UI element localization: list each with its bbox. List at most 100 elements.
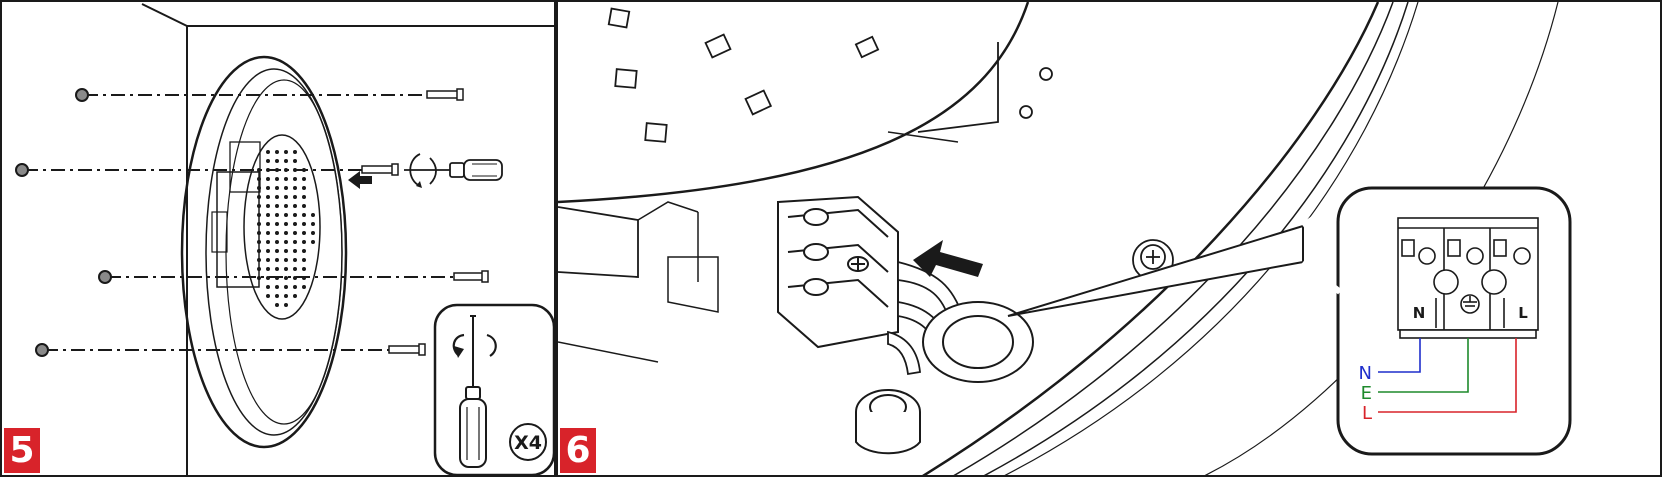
perforation-dot	[266, 186, 270, 190]
perforation-dot	[275, 150, 279, 154]
step-5-panel: X4 5	[0, 0, 556, 477]
perforation-dot	[302, 204, 306, 208]
neutral-wire	[1378, 338, 1421, 373]
perforation-dot	[302, 258, 306, 262]
perforation-dot	[275, 213, 279, 217]
push-arrow-icon	[913, 240, 983, 277]
driver-box	[216, 171, 260, 288]
perforation-dot	[293, 159, 297, 163]
perforation-dot	[266, 195, 270, 199]
perforation-dot	[266, 204, 270, 208]
rotate-arrow-icon	[409, 153, 421, 187]
wire-label-live: L	[1362, 403, 1372, 424]
step-6-panel: N L N E L 6	[556, 0, 1662, 477]
perforation-dot	[293, 267, 297, 271]
perforation-dot	[266, 240, 270, 244]
perforation-dot	[257, 231, 261, 235]
perforation-dot	[284, 222, 288, 226]
perforation-dot	[293, 204, 297, 208]
perforation-dot	[275, 267, 279, 271]
perforation-dot	[257, 240, 261, 244]
terminal-label-live: L	[1518, 304, 1528, 322]
perforation-dot	[302, 177, 306, 181]
perforation-dot	[284, 231, 288, 235]
mounting-hole	[1039, 67, 1053, 81]
perforation-dot	[266, 267, 270, 271]
perforation-dot	[266, 258, 270, 262]
led-chip	[854, 35, 880, 59]
perforation-dot	[257, 276, 261, 280]
perforation-dot	[293, 177, 297, 181]
wall-plug-hole	[15, 163, 29, 177]
perforation-dot	[293, 231, 297, 235]
perforation-dot	[266, 159, 270, 163]
perforation-dot	[284, 213, 288, 217]
perforation-dot	[257, 249, 261, 253]
perforation-dot	[257, 258, 261, 262]
perforation-dot	[284, 159, 288, 163]
tool-quantity-label: X4	[514, 432, 542, 454]
perforation-dot	[257, 186, 261, 190]
perforation-dot	[284, 150, 288, 154]
push-arrow-icon	[348, 171, 372, 189]
led-chip	[704, 33, 732, 59]
perforation-dot	[257, 222, 261, 226]
wall-plug-hole	[75, 88, 89, 102]
perforation-dot	[266, 177, 270, 181]
perforation-dot	[284, 294, 288, 298]
perforation-dot	[275, 303, 279, 307]
perforation-dot	[302, 231, 306, 235]
perforation-dot	[311, 213, 315, 217]
led-chip	[614, 68, 638, 89]
perforation-dot	[284, 195, 288, 199]
perforation-dot	[302, 285, 306, 289]
perforation-dot	[275, 222, 279, 226]
perforation-dot	[302, 249, 306, 253]
perforation-dot	[293, 150, 297, 154]
perforation-dot	[284, 258, 288, 262]
perforation-dot	[257, 177, 261, 181]
perforation-dot	[293, 249, 297, 253]
screw	[453, 272, 485, 281]
perforation-dot	[275, 195, 279, 199]
perforation-dot	[284, 240, 288, 244]
perforation-dot	[293, 258, 297, 262]
perforation-dot	[266, 294, 270, 298]
perforation-dot	[266, 285, 270, 289]
ceiling-edge	[141, 3, 188, 27]
terminal-block	[777, 195, 899, 349]
perforation-dot	[302, 186, 306, 190]
perforation-dot	[275, 204, 279, 208]
perforation-dot	[293, 294, 297, 298]
step-number-badge: 5	[4, 428, 40, 473]
wall-plug-hole	[35, 343, 49, 357]
led-chip	[607, 7, 631, 29]
perforation-dot	[284, 285, 288, 289]
perforation-dot	[293, 240, 297, 244]
wall-plug-hole	[98, 270, 112, 284]
wire-label-neutral: N	[1359, 363, 1372, 384]
perforation-dot	[293, 222, 297, 226]
perforation-dot	[293, 285, 297, 289]
perforation-dot	[284, 186, 288, 190]
perforation-dot	[293, 195, 297, 199]
screwdriver-icon	[404, 159, 503, 181]
perforation-dot	[257, 213, 261, 217]
screw	[361, 165, 395, 174]
perforation-dot	[284, 177, 288, 181]
step-5-illustration: X4	[15, 3, 554, 475]
perforation-dot	[302, 267, 306, 271]
perforation-dot	[275, 231, 279, 235]
perforation-dot	[266, 213, 270, 217]
perforated-plate	[243, 134, 321, 320]
screw	[388, 345, 422, 354]
perforation-dot	[266, 222, 270, 226]
perforation-dot	[284, 267, 288, 271]
perforation-dot	[284, 303, 288, 307]
mounting-hole	[1019, 105, 1033, 119]
terminal-label-neutral: N	[1413, 304, 1426, 322]
perforation-dot	[275, 258, 279, 262]
perforation-dot	[257, 195, 261, 199]
perforation-dot	[311, 240, 315, 244]
perforation-dot	[284, 204, 288, 208]
